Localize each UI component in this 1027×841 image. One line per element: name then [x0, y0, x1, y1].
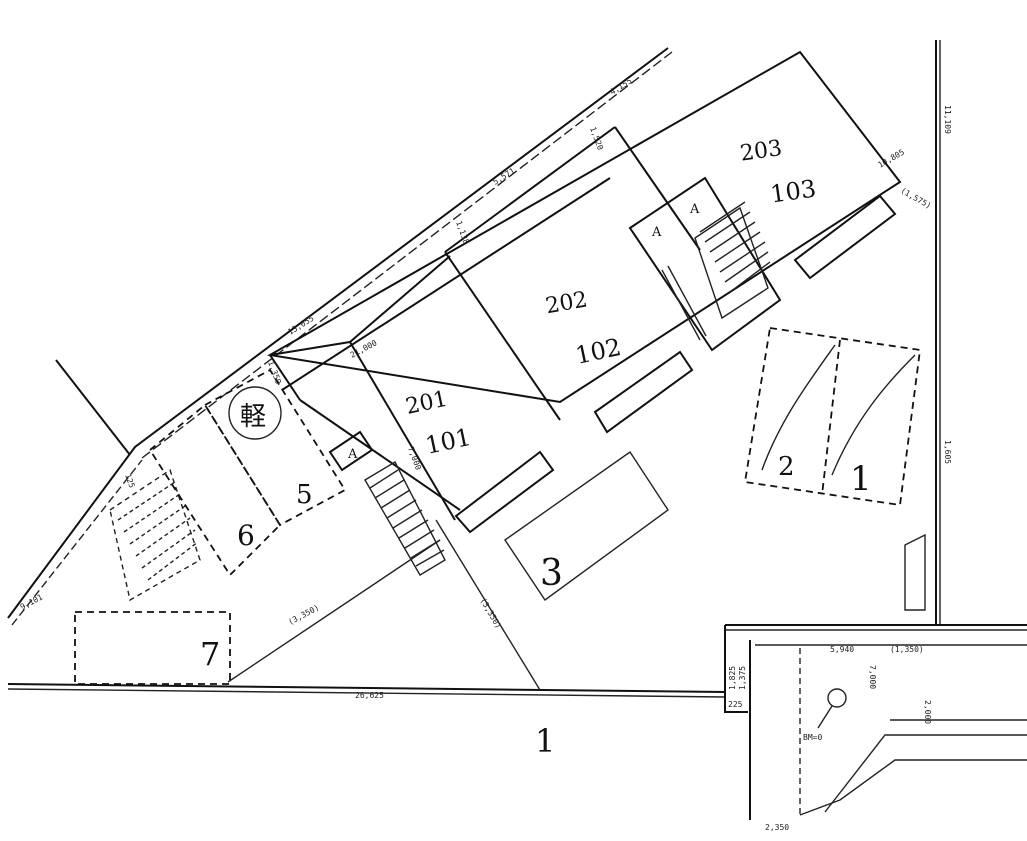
dim-corner3: 1,375	[738, 666, 747, 690]
inset-small-box	[904, 533, 926, 611]
inset-plan	[724, 533, 1027, 820]
parking-1-label: 1	[850, 459, 872, 499]
building-lower-edge	[299, 399, 461, 511]
balcony-103	[793, 194, 897, 280]
building-upper-outline	[267, 50, 902, 404]
dim-left-small: 1,350	[266, 360, 283, 386]
inset-upper-line	[824, 734, 1027, 813]
dim-bldg-d: 7,000	[406, 446, 423, 472]
parking-curve-2	[761, 344, 836, 471]
dim-left-top: 125	[123, 473, 136, 490]
building-corner	[269, 354, 301, 401]
dim-diag2: (3,350)	[478, 597, 503, 631]
left-boundary-dashed	[11, 459, 143, 626]
balcony-101	[454, 450, 555, 534]
unit-divider-201-202	[444, 251, 561, 421]
building	[267, 50, 902, 534]
stair-marks: A A A	[347, 202, 700, 462]
parking-3-label: 3	[540, 553, 563, 594]
diagonal-boundary	[435, 519, 541, 691]
outdoor-stair-dashed	[109, 468, 201, 602]
unit-101-label: 101	[423, 423, 474, 460]
parking-labels: 1 2 3 5 6 7 軽 1	[200, 402, 872, 760]
stair-mark-2: A	[651, 225, 662, 240]
dim-left-edge: 9,101	[19, 592, 45, 611]
dim-corner1: 225	[728, 700, 743, 709]
dim-top-mid: 1,520	[588, 126, 605, 152]
stair-flight-left	[364, 461, 446, 576]
dim-rp5: 2,350	[765, 823, 789, 832]
unit-201-label: 201	[404, 387, 450, 420]
kei-label: 軽	[240, 402, 266, 432]
outdoor-stair-treads	[117, 481, 199, 581]
unit-103-label: 103	[769, 175, 818, 209]
dim-right-top: 10,805	[877, 147, 907, 169]
benchmark-leader	[817, 705, 833, 729]
stair-treads-right	[699, 201, 771, 293]
stair-core-right	[628, 176, 782, 352]
unit-divider-202-203	[614, 126, 701, 251]
dim-rp4: 2,000	[923, 700, 932, 724]
dim-rp1: 5,940	[830, 645, 854, 654]
inset-left-corner	[724, 625, 748, 713]
balcony-102	[593, 350, 694, 434]
left-diagonal-line	[55, 359, 131, 456]
stair-mark-1: A	[689, 202, 700, 217]
dim-top1: 5,571	[491, 166, 516, 186]
kei-circle	[228, 386, 282, 440]
dim-right-v: 11,109	[943, 105, 952, 134]
road-number-label: 1	[535, 722, 555, 760]
dim-corner2: 1,825	[728, 666, 737, 690]
unit-202-label: 202	[544, 287, 590, 319]
stair-rail-right	[661, 265, 707, 341]
stair-treads-left	[369, 469, 445, 567]
dim-top3: 4,155	[608, 76, 633, 96]
parking-spaces	[74, 326, 922, 685]
benchmark-circle	[827, 688, 847, 708]
unit-labels: 203 103 202 102 201 101	[404, 136, 818, 460]
stair-landing-left	[328, 430, 374, 472]
inset-lower-line	[799, 759, 1027, 816]
building-inner-band	[281, 177, 611, 391]
parking-5-label: 5	[296, 480, 313, 510]
road-line-inner	[7, 688, 726, 698]
dim-bldg-w: 21,000	[349, 338, 379, 360]
benchmark-label: BM=0	[803, 733, 822, 742]
building-band-segment2	[349, 255, 451, 343]
parking-space-5	[203, 368, 347, 527]
dim-top2: 13,055	[286, 314, 315, 337]
dim-rp3: 7,000	[868, 665, 877, 689]
stairs	[109, 176, 782, 602]
dim-far-right: (1,575)	[899, 186, 933, 211]
diagonal-lower	[227, 539, 441, 683]
road	[7, 519, 726, 698]
building-band-segment	[444, 126, 616, 253]
parking-6-label: 6	[237, 519, 255, 552]
dim-small1: 1,138	[454, 220, 471, 246]
parking-spaces-1-2	[743, 326, 922, 507]
dim-road: 26,625	[355, 691, 384, 700]
parking-2-label: 2	[778, 452, 795, 482]
parking-divider-1-2	[821, 339, 841, 496]
unit-203-label: 203	[739, 136, 784, 167]
property-boundaries	[7, 40, 941, 626]
upper-left-boundary	[7, 47, 669, 619]
stair-flight-right	[694, 206, 769, 320]
dim-far-right2: 1,605	[943, 440, 952, 464]
parking-space-3	[504, 451, 669, 601]
stair-mark-3: A	[347, 447, 358, 462]
parking-7-label: 7	[200, 635, 220, 673]
parking-curve-1	[831, 354, 916, 476]
unit-102-label: 102	[573, 333, 624, 370]
road-line	[7, 683, 726, 693]
dim-rp2: (1,350)	[890, 645, 924, 654]
